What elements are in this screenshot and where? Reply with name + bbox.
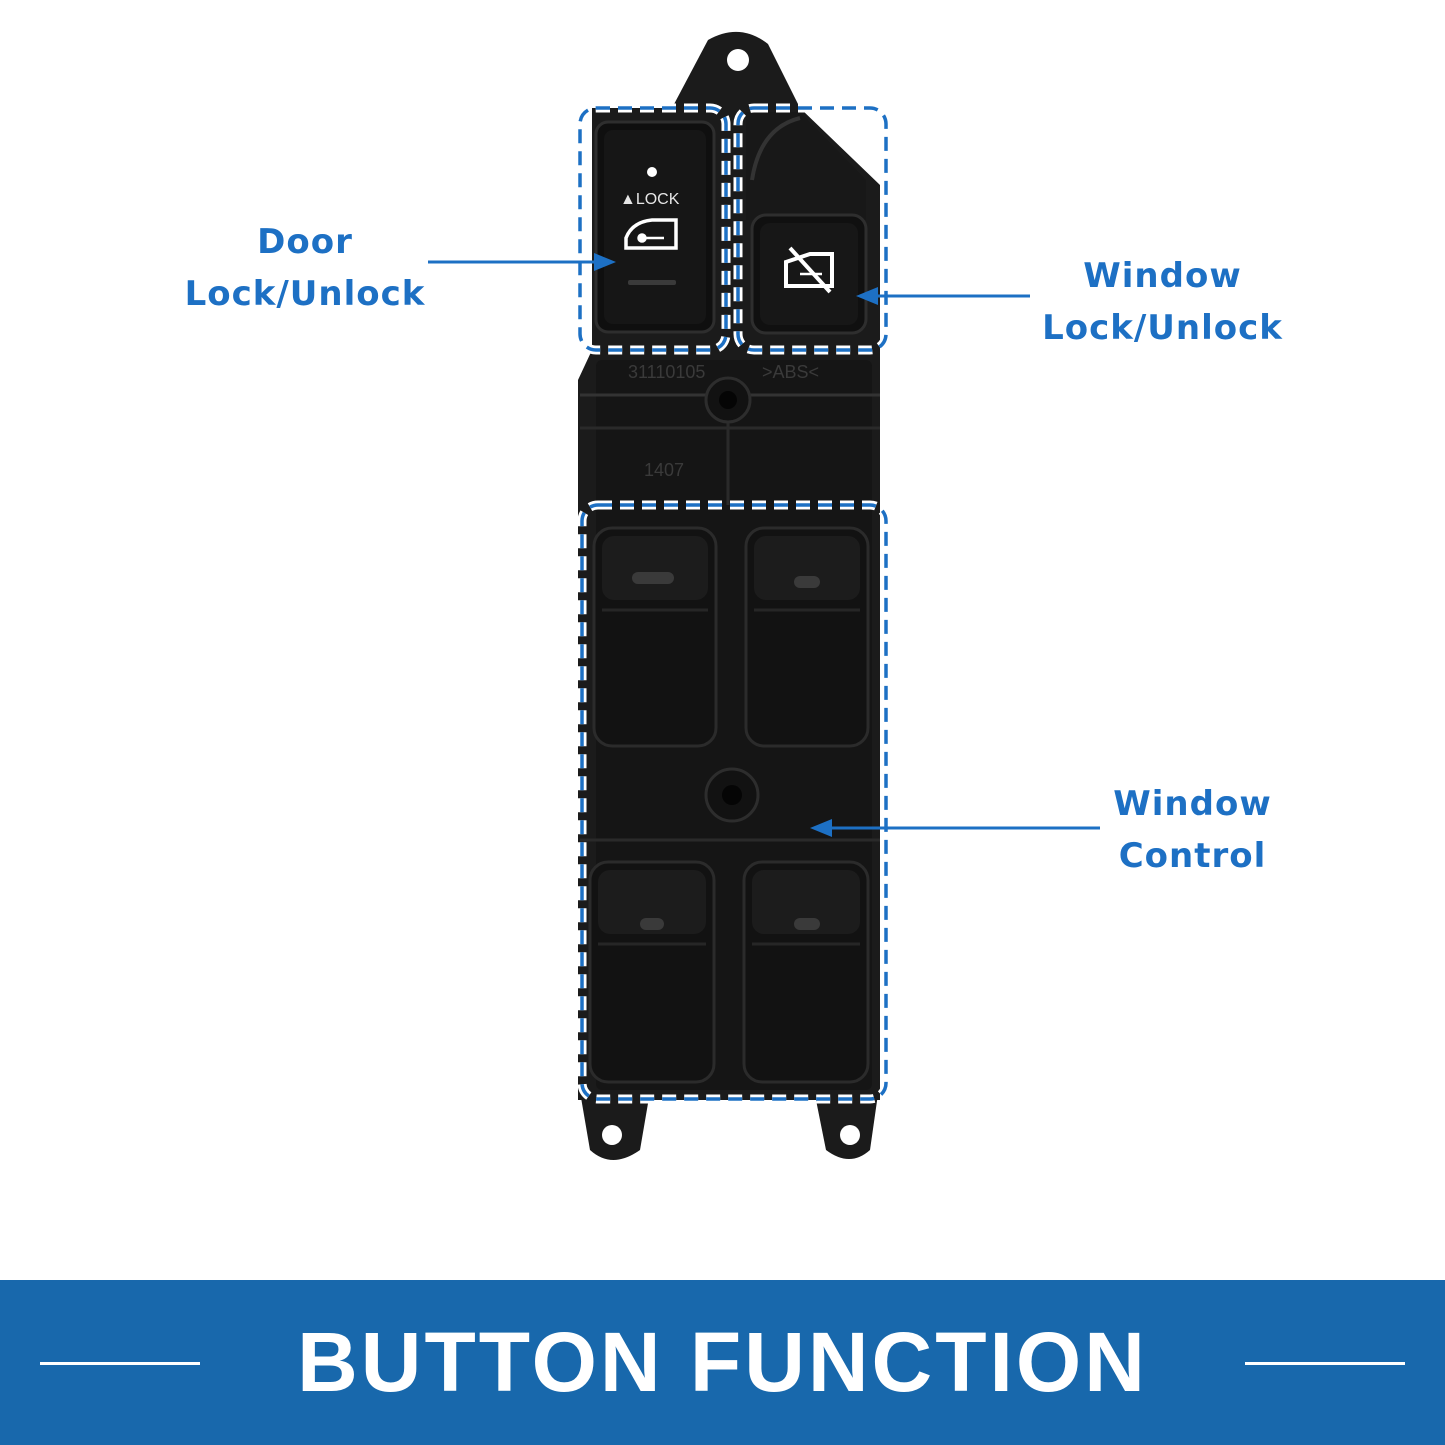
window-lock-callout: Window Lock/Unlock — [1020, 250, 1305, 354]
lock-label-text: ▲LOCK — [620, 191, 680, 208]
window-control-callout-line2: Control — [1118, 836, 1267, 876]
window-switch-front-right[interactable] — [744, 526, 870, 748]
door-lock-callout-line1: Door — [257, 222, 353, 262]
button-function-banner: BUTTON FUNCTION — [0, 1280, 1445, 1445]
window-lock-callout-line1: Window — [1083, 256, 1242, 296]
window-lock-button[interactable] — [750, 213, 868, 335]
door-lock-callout: Door Lock/Unlock — [160, 216, 450, 320]
door-lock-icon — [624, 218, 678, 250]
highlight-outlines — [575, 103, 891, 1104]
door-lock-callout-line2: Lock/Unlock — [184, 274, 426, 314]
window-switch-rear-left[interactable] — [588, 860, 716, 1084]
window-switch-product-image: 31110105 >ABS< 1407 ▲LOCK — [428, 31, 1100, 1160]
date-code-text: 1407 — [644, 460, 684, 480]
part-number-text: 31110105 — [628, 362, 705, 382]
window-lock-callout-line2: Lock/Unlock — [1042, 308, 1283, 348]
callout-arrows — [428, 253, 1100, 837]
window-control-callout: Window Control — [1090, 778, 1295, 882]
window-switch-rear-right[interactable] — [742, 860, 870, 1084]
window-lock-toggle-area — [746, 112, 866, 220]
door-lock-button[interactable]: ▲LOCK — [594, 120, 716, 334]
bottom-right-mounting-hole — [840, 1125, 860, 1145]
banner-left-rule — [40, 1362, 200, 1365]
bottom-left-mounting-hole — [602, 1125, 622, 1145]
window-control-callout-line1: Window — [1113, 784, 1272, 824]
banner-title: BUTTON FUNCTION — [297, 1315, 1148, 1409]
top-mounting-hole — [727, 49, 749, 71]
window-lock-icon — [784, 246, 834, 294]
banner-right-rule — [1245, 1362, 1405, 1365]
material-text: >ABS< — [762, 362, 819, 382]
window-switch-front-left[interactable] — [592, 526, 718, 748]
